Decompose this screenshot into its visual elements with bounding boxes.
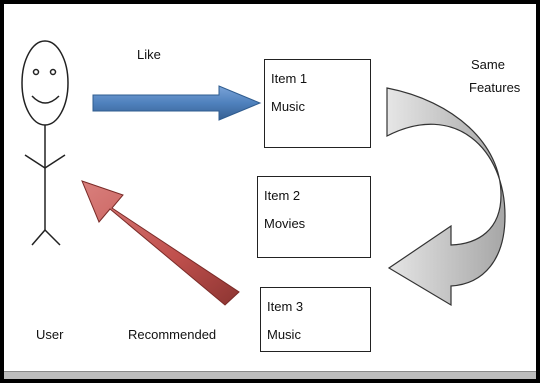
user-label: User	[36, 327, 64, 342]
features-label: Features	[469, 80, 521, 95]
user-left-eye	[32, 68, 40, 76]
user-right-arm	[44, 154, 66, 169]
user-stick-figure	[21, 40, 69, 246]
recommended-label: Recommended	[128, 327, 217, 342]
item-2-category: Movies	[264, 216, 306, 231]
item-2-box: Item 2 Movies	[257, 176, 371, 258]
recommended-arrow	[81, 180, 240, 306]
like-label: Like	[137, 47, 161, 62]
item-1-category: Music	[271, 99, 305, 114]
item-1-title: Item 1	[271, 71, 308, 86]
like-arrow	[92, 85, 262, 121]
user-right-eye	[49, 68, 57, 76]
bottom-strip	[4, 371, 536, 379]
item-2-title: Item 2	[264, 188, 301, 203]
user-head	[21, 40, 69, 126]
diagram-graphics	[21, 40, 506, 307]
same-features-arrow	[386, 87, 506, 307]
item-1-box: Item 1 Music	[264, 59, 371, 148]
item-3-box: Item 3 Music	[260, 287, 371, 352]
item-3-category: Music	[267, 327, 301, 342]
user-left-arm	[24, 154, 46, 169]
user-right-leg	[44, 229, 61, 246]
item-3-title: Item 3	[267, 299, 304, 314]
user-left-leg	[31, 229, 46, 246]
same-label: Same	[471, 57, 505, 72]
user-smile	[31, 95, 60, 104]
